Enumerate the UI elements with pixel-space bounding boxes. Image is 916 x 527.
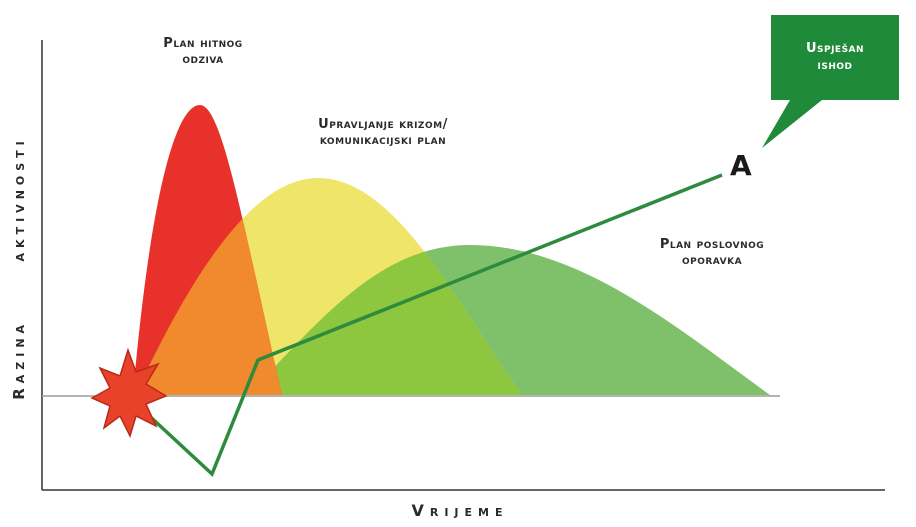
recovery-plan-label: Plan poslovnog oporavka <box>612 237 812 270</box>
emergency-plan-label-line2: odziva <box>182 52 224 68</box>
crisis-plan-label-line2: komunikacijski plan <box>319 133 447 149</box>
y-axis-label-part1: Razina <box>10 319 28 400</box>
outcome-line2: ishod <box>817 57 853 73</box>
recovery-trajectory <box>128 173 723 478</box>
y-axis-label-part2: aktivnosti <box>10 136 28 262</box>
emergency-plan-label: Plan hitnog odziva <box>118 36 288 69</box>
recovery-plan-label-line2: oporavka <box>681 253 743 269</box>
point-a-label: A <box>730 149 752 182</box>
outcome-line1: Uspješan <box>805 40 865 56</box>
recovery-plan-label-line1: Plan poslovnog <box>659 237 765 252</box>
y-axis-label: Razina aktivnosti <box>10 68 30 468</box>
explosion-icon <box>90 347 168 439</box>
emergency-plan-label-line1: Plan hitnog <box>163 36 243 51</box>
crisis-plan-label: Upravljanje krizom/ komunikacijski plan <box>248 117 518 150</box>
outcome-callout-shape <box>762 15 899 148</box>
emergency-crisis-overlap <box>135 178 282 395</box>
outcome-callout: Uspješan ishod <box>771 15 899 100</box>
crisis-plan-label-line1: Upravljanje krizom/ <box>318 117 448 132</box>
x-axis-label: Vrijeme <box>411 501 509 520</box>
